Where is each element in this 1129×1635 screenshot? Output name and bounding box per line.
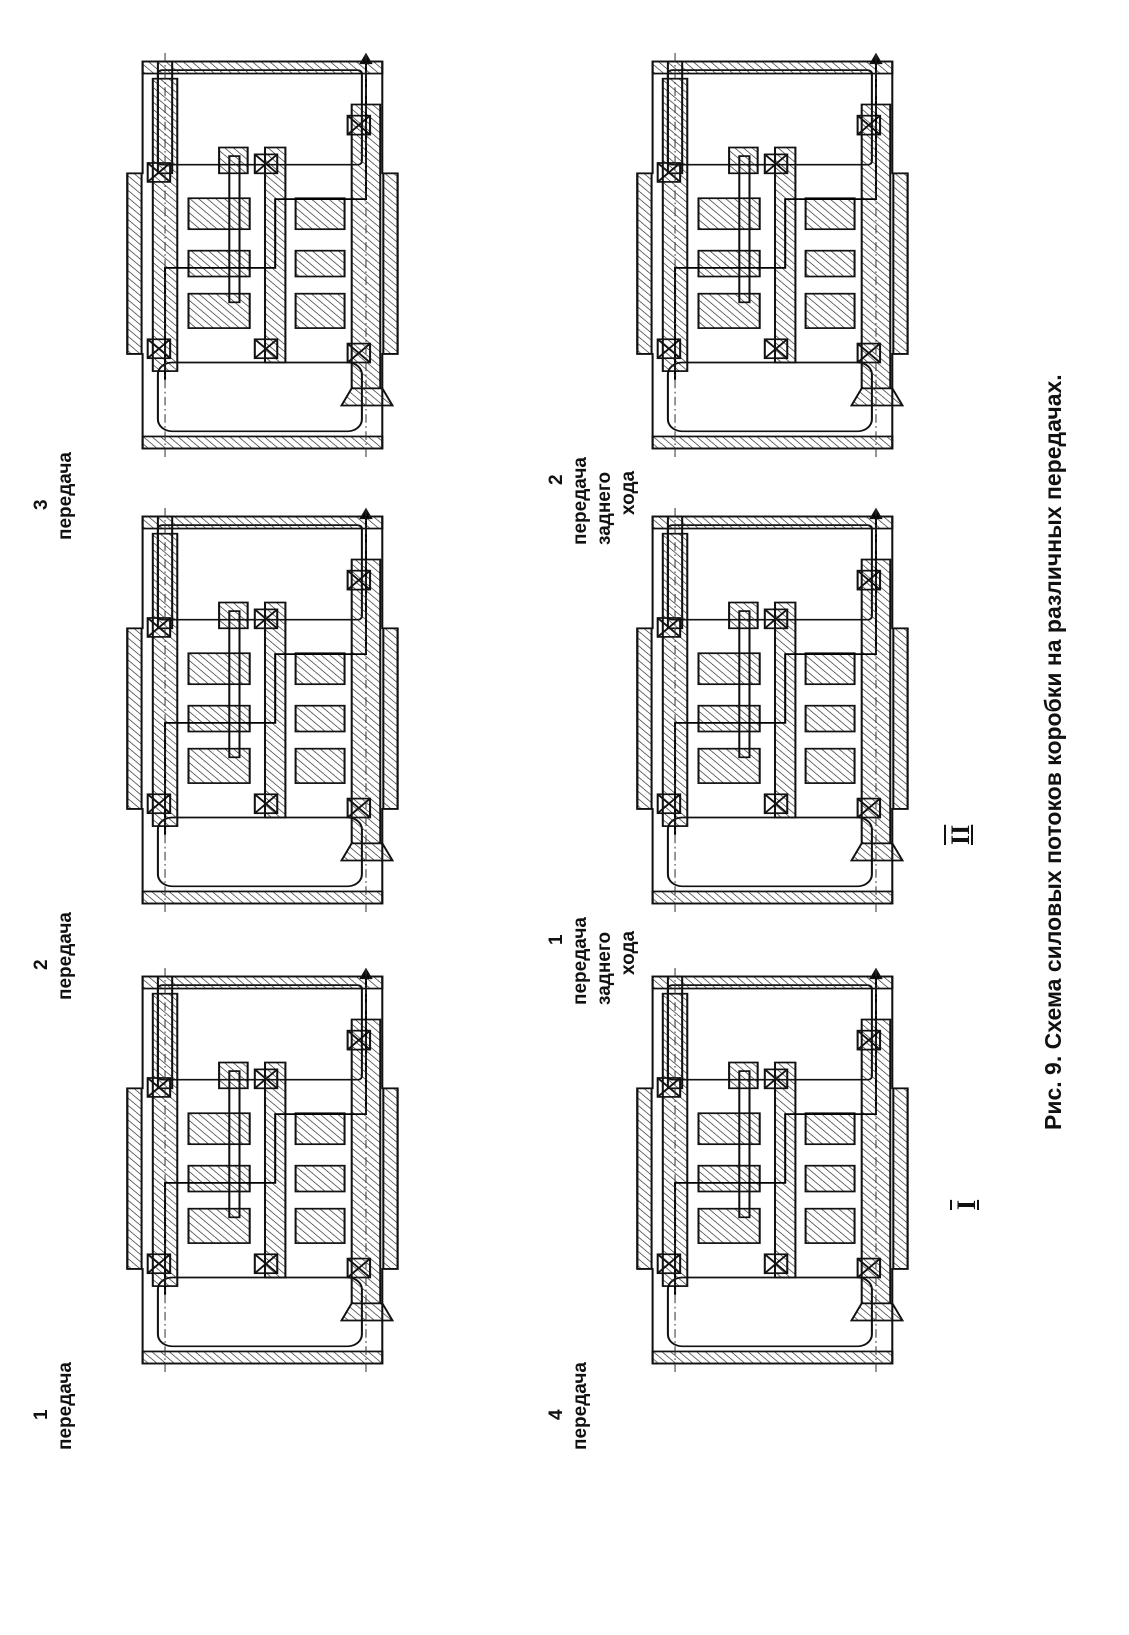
label-reverse-2: 2 передача заднего хода [546, 457, 639, 545]
figure-caption: Рис. 9. Схема силовых потоков коробки на… [1040, 374, 1066, 1130]
drawing-gear-4 [636, 967, 909, 1373]
roman-mark-one: I [952, 1199, 981, 1210]
label-gear-1: 1 передача [31, 1362, 76, 1450]
drawing-gear-1 [126, 967, 399, 1373]
label-gear-2: 2 передача [31, 912, 76, 1000]
label-reverse-1: 1 передача заднего хода [546, 917, 639, 1005]
drawing-gear-3 [126, 52, 399, 458]
label-gear-3: 3 передача [31, 452, 76, 540]
roman-mark-two: II [946, 824, 975, 845]
drawing-reverse-2 [636, 52, 909, 458]
drawing-gear-2 [126, 507, 399, 913]
label-gear-4: 4 передача [546, 1362, 591, 1450]
drawing-reverse-1 [636, 507, 909, 913]
